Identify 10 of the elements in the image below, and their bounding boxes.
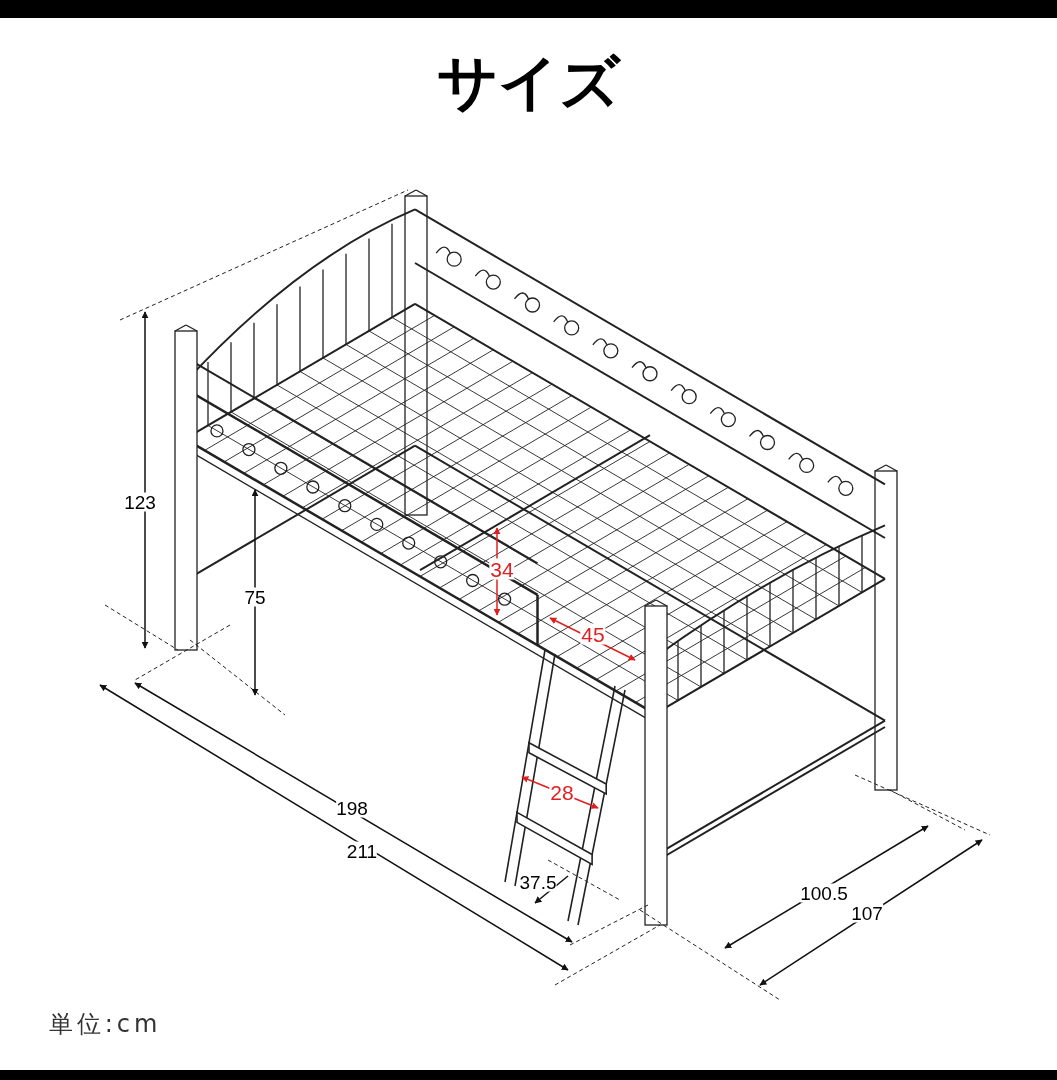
dimension-label: 211	[346, 841, 378, 861]
title: サイズ	[436, 52, 622, 112]
unit-note: 単位:cm	[48, 1012, 162, 1036]
dimension-label: 45	[580, 623, 606, 645]
dimension-label: 123	[124, 492, 156, 512]
dimension-label: 198	[336, 798, 368, 818]
dimension-label: 107	[851, 903, 883, 923]
dimension-label: 100.5	[800, 883, 848, 903]
dimension-label: 75	[244, 587, 266, 607]
dimension-label: 34	[489, 558, 515, 580]
